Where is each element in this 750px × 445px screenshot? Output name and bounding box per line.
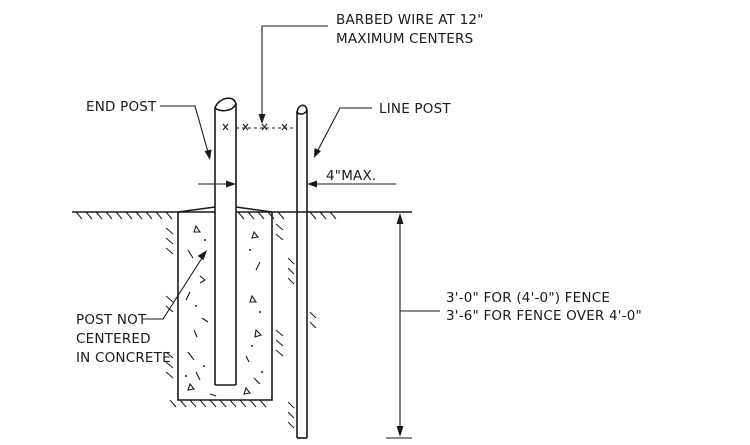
depth-label-line1: 3'-0" FOR (4'-0") FENCE [446,290,610,306]
depth-dimension [386,211,440,439]
end-post-leader [160,105,212,160]
end-post [214,97,237,386]
barbed-wire-label-line2: MAXIMUM CENTERS [336,31,473,47]
barbed-wire-label-line1: BARBED WIRE AT 12" [336,12,484,28]
line-post [287,104,317,439]
barbed-wire [222,123,297,131]
ground-surface-left [72,211,215,220]
note-label-line1: POST NOT [76,312,147,328]
concrete-footing [165,206,284,408]
spacing-dimension [198,180,396,188]
note-leader [143,250,207,320]
line-post-label: LINE POST [379,101,451,117]
barbed-wire-leader [258,25,328,124]
ground-surface-right [236,211,412,220]
line-post-leader [314,107,372,158]
spacing-label: 4"MAX. [326,168,376,184]
end-post-label: END POST [86,99,157,115]
note-label-line3: IN CONCRETE [76,350,171,366]
depth-label-line2: 3'-6" FOR FENCE OVER 4'-0" [446,308,642,324]
note-label-line2: CENTERED [76,331,151,347]
